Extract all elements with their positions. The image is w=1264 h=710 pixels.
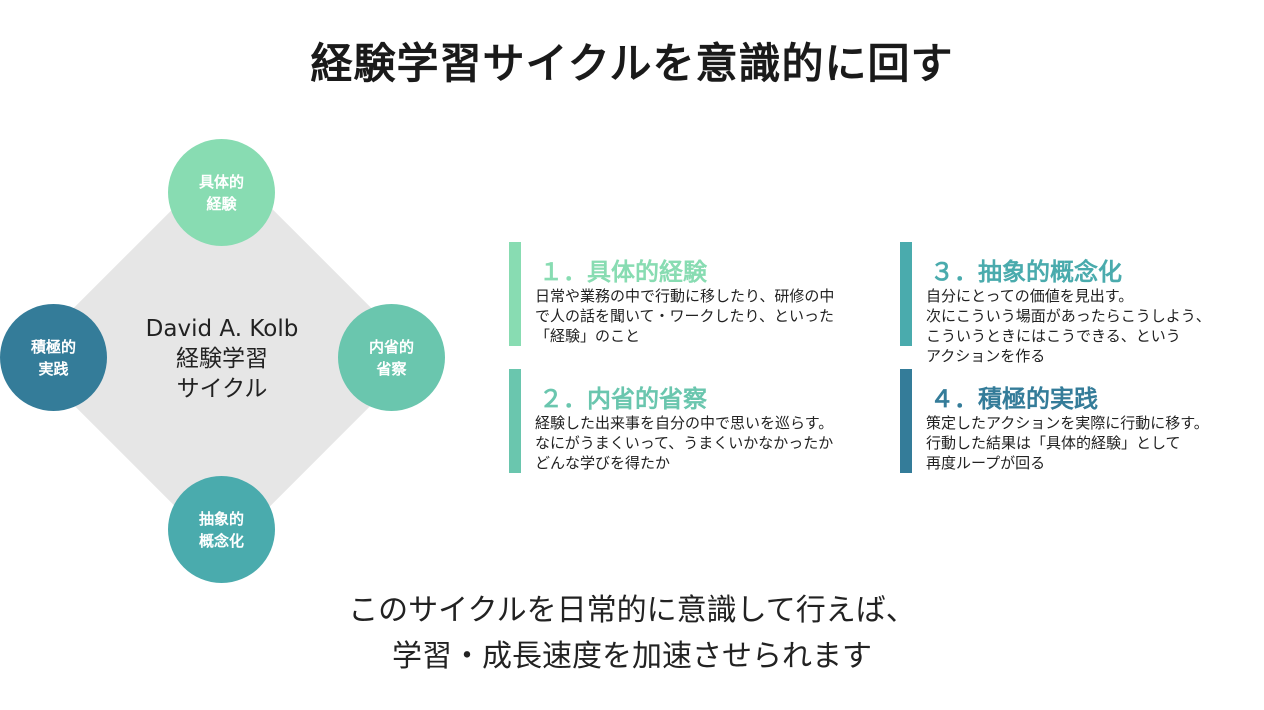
- card-accent-bar: [509, 242, 521, 346]
- card-body-line: 自分にとっての価値を見出す。: [926, 287, 1134, 305]
- card-body: 日常や業務の中で行動に移したり、研修の中 で人の話を聞いて・ワークしたり、といっ…: [535, 286, 865, 346]
- card-body: 策定したアクションを実際に行動に移す。 行動した結果は「具体的経験」として 再度…: [926, 413, 1256, 473]
- node-label-line1: 内省的: [368, 337, 414, 356]
- node-label-line2: 実践: [38, 359, 69, 378]
- card-accent-bar: [509, 369, 521, 473]
- node-label-line1: 積極的: [30, 337, 76, 356]
- card-heading: ４．積極的実践: [930, 385, 1098, 413]
- card-body-line: どんな学びを得たか: [535, 454, 671, 472]
- card-body: 自分にとっての価値を見出す。 次にこういう場面があったらこうしよう、 こういうと…: [926, 286, 1256, 366]
- center-label-author: David A. Kolb: [145, 316, 299, 342]
- card-heading: １．具体的経験: [539, 258, 707, 286]
- node-label-line2: 概念化: [198, 531, 244, 550]
- node-abstract-conceptualization: 抽象的 概念化: [168, 476, 275, 583]
- card-body: 経験した出来事を自分の中で思いを巡らす。 なにがうまくいって、うまくいかなかった…: [535, 413, 865, 473]
- card-body-line: 日常や業務の中で行動に移したり、研修の中: [535, 287, 835, 305]
- card-accent-bar: [900, 242, 912, 346]
- card-body-line: なにがうまくいって、うまくいかなかったか: [535, 434, 834, 452]
- card-active-experimentation: ４．積極的実践 策定したアクションを実際に行動に移す。 行動した結果は「具体的経…: [900, 369, 1230, 473]
- node-label-line1: 抽象的: [198, 509, 244, 528]
- cycle-center-label: David A. Kolb 経験学習 サイクル: [122, 314, 322, 404]
- center-label-line3: サイクル: [176, 376, 268, 402]
- card-body-line: 経験した出来事を自分の中で思いを巡らす。: [535, 414, 834, 432]
- card-reflective-observation: ２．内省的省察 経験した出来事を自分の中で思いを巡らす。 なにがうまくいって、う…: [509, 369, 839, 473]
- node-reflective-observation: 内省的 省察: [338, 304, 445, 411]
- card-heading: ２．内省的省察: [539, 385, 707, 413]
- footer-message: このサイクルを日常的に意識して行えば、 学習・成長速度を加速させられます: [0, 588, 1264, 680]
- node-label-line1: 具体的: [198, 172, 244, 191]
- center-label-line2: 経験学習: [176, 346, 268, 372]
- node-label-line2: 省察: [376, 359, 407, 378]
- card-abstract-conceptualization: ３．抽象的概念化 自分にとっての価値を見出す。 次にこういう場面があったらこうし…: [900, 242, 1230, 365]
- footer-line1: このサイクルを日常的に意識して行えば、: [348, 593, 916, 628]
- card-heading: ３．抽象的概念化: [930, 258, 1122, 286]
- node-concrete-experience: 具体的 経験: [168, 139, 275, 246]
- card-body-line: 策定したアクションを実際に行動に移す。: [926, 414, 1209, 432]
- card-body-line: 次にこういう場面があったらこうしよう、: [926, 307, 1211, 325]
- node-label-line2: 経験: [206, 194, 237, 213]
- card-body-line: こういうときにはこうできる、という: [926, 327, 1181, 345]
- footer-line2: 学習・成長速度を加速させられます: [392, 639, 872, 674]
- card-accent-bar: [900, 369, 912, 473]
- card-body-line: 行動した結果は「具体的経験」として: [926, 434, 1181, 452]
- page-title: 経験学習サイクルを意識的に回す: [310, 39, 954, 88]
- card-body-line: で人の話を聞いて・ワークしたり、といった: [535, 307, 834, 325]
- card-body-line: 再度ループが回る: [926, 454, 1046, 472]
- card-concrete-experience: １．具体的経験 日常や業務の中で行動に移したり、研修の中 で人の話を聞いて・ワー…: [509, 242, 839, 346]
- card-body-line: アクションを作る: [926, 347, 1046, 365]
- card-body-line: 「経験」のこと: [535, 327, 641, 345]
- node-active-experimentation: 積極的 実践: [0, 304, 107, 411]
